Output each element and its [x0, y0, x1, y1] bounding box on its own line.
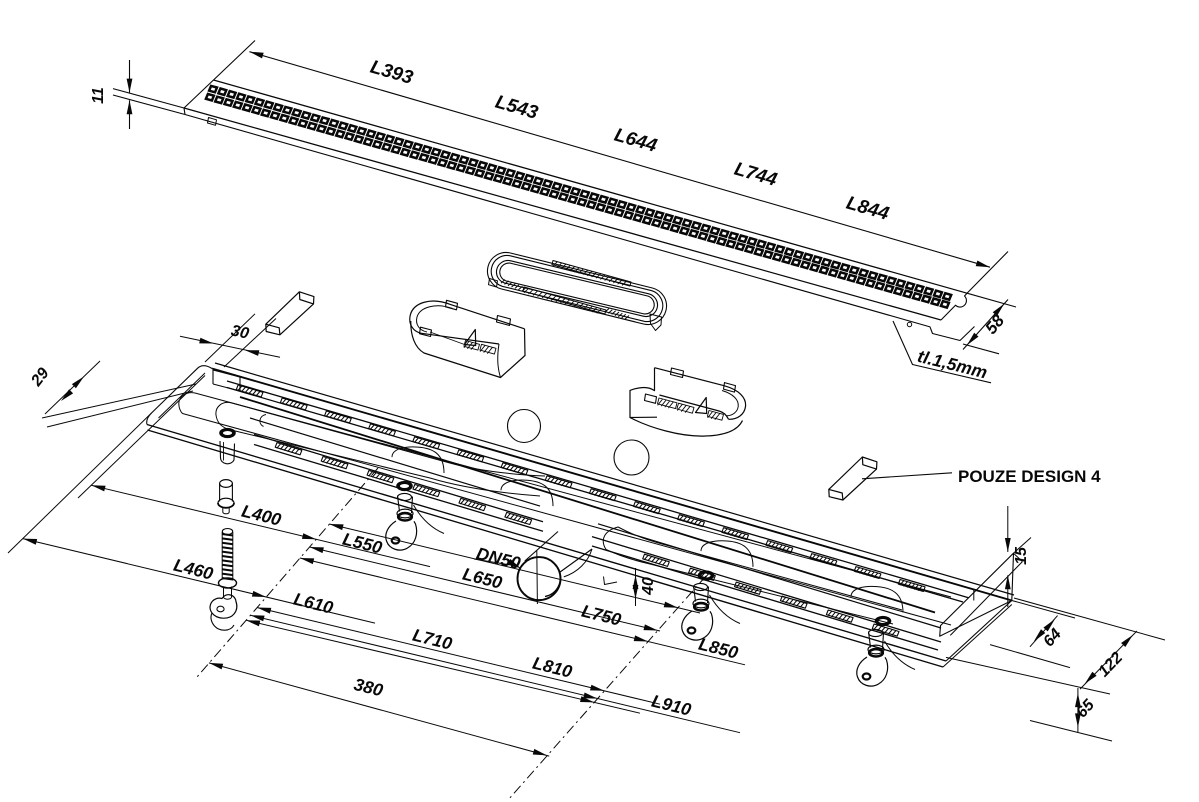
- svg-text:POUZE DESIGN 4: POUZE DESIGN 4: [958, 467, 1101, 486]
- svg-text:L550: L550: [341, 529, 385, 558]
- svg-text:L850: L850: [697, 634, 741, 663]
- svg-text:122: 122: [1095, 649, 1126, 680]
- svg-text:L543: L543: [493, 92, 541, 124]
- svg-text:15: 15: [1013, 546, 1030, 565]
- svg-text:11: 11: [90, 87, 107, 104]
- svg-text:L910: L910: [650, 691, 694, 720]
- svg-text:L810: L810: [531, 653, 575, 682]
- svg-text:64: 64: [1040, 626, 1065, 651]
- svg-text:58: 58: [981, 311, 1008, 338]
- svg-text:L750: L750: [580, 601, 624, 630]
- svg-text:tl.1,5mm: tl.1,5mm: [916, 346, 990, 383]
- svg-text:29: 29: [28, 365, 53, 390]
- svg-text:L844: L844: [844, 193, 892, 225]
- svg-text:L644: L644: [612, 125, 660, 157]
- svg-text:L460: L460: [172, 555, 216, 584]
- svg-text:L393: L393: [368, 57, 416, 89]
- svg-text:L610: L610: [292, 589, 336, 618]
- svg-text:L710: L710: [411, 625, 455, 654]
- svg-text:L744: L744: [732, 159, 780, 191]
- svg-text:30: 30: [229, 322, 250, 342]
- svg-text:L400: L400: [240, 501, 284, 530]
- svg-text:380: 380: [352, 674, 385, 701]
- svg-text:40: 40: [640, 577, 657, 596]
